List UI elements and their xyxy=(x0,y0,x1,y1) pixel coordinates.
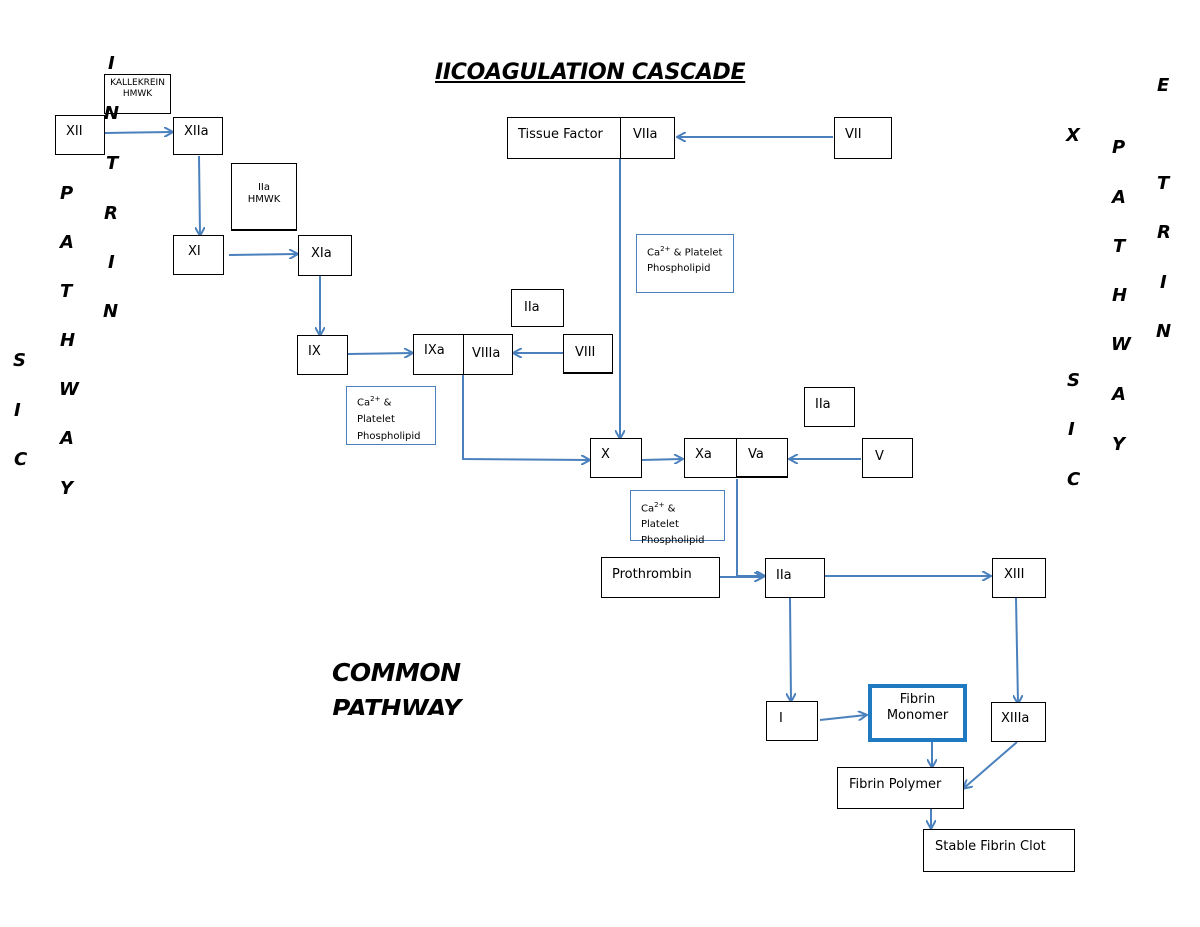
extrinsic-letter: E xyxy=(1157,75,1170,96)
iia-hmwk-bottom-label: HMWK xyxy=(247,194,281,205)
node-viiia: VIIIa xyxy=(463,334,513,375)
extrinsic-letter: R xyxy=(1157,222,1171,243)
note-ca-extrinsic: Ca2+ & Platelet Phospholipid xyxy=(636,234,734,293)
ca-label: Ca xyxy=(647,247,661,259)
node-fibrin-monomer: Fibrin Monomer xyxy=(868,684,967,742)
arrow-xii-xiia xyxy=(104,132,172,133)
node-i: I xyxy=(766,701,818,741)
intrinsic-letter: N xyxy=(103,301,119,322)
fibrin-monomer-label: Fibrin Monomer xyxy=(886,692,949,723)
note-common-line1: & Platelet xyxy=(641,503,679,531)
arrow-xi-xia xyxy=(228,254,297,255)
extrinsic-letter: N xyxy=(1156,321,1172,342)
node-ixa: IXa xyxy=(413,334,464,375)
note-ca-intrinsic: Ca2+ & Platelet Phospholipid xyxy=(346,386,436,445)
arrow-iia-i xyxy=(790,597,791,701)
ca-superscript: 2+ xyxy=(654,501,665,509)
extrinsic-letter: T xyxy=(1157,173,1170,194)
node-fibrin-polymer: Fibrin Polymer xyxy=(837,767,964,809)
extrinsic-letter: T xyxy=(1113,236,1126,257)
extrinsic-letter: A xyxy=(1112,384,1126,405)
node-xiii: XIII xyxy=(992,558,1046,598)
intrinsic-letter: S xyxy=(13,350,26,371)
intrinsic-letter: W xyxy=(59,379,79,400)
node-iia: IIa xyxy=(765,558,825,598)
node-tissue-factor: Tissue Factor xyxy=(507,117,621,159)
extrinsic-letter: I xyxy=(1160,272,1167,293)
node-xii: XII xyxy=(55,115,105,155)
arrow-xiiia-polymer xyxy=(964,741,1018,788)
diagram-title: IICOAGULATION CASCADE xyxy=(435,60,746,85)
intrinsic-letter: T xyxy=(106,153,119,174)
ca-label: Ca xyxy=(641,503,655,515)
note-intrinsic-line1: & xyxy=(380,397,392,409)
iia-hmwk-top-label: IIa xyxy=(257,182,271,193)
intrinsic-letter: P xyxy=(60,183,74,204)
intrinsic-letter: N xyxy=(104,103,120,124)
intrinsic-letter: T xyxy=(60,281,73,302)
extrinsic-letter: W xyxy=(1111,334,1131,355)
arrow-x-xa xyxy=(641,459,682,460)
arrow-va-iia xyxy=(736,479,764,576)
note-extrinsic-line2: Phospholipid xyxy=(647,263,711,275)
intrinsic-letter: A xyxy=(60,232,74,253)
arrow-i-monomer xyxy=(819,715,866,721)
node-iia-v: IIa xyxy=(804,387,855,427)
node-viia: VIIa xyxy=(620,117,675,159)
node-va: Va xyxy=(736,438,788,478)
intrinsic-letter: Y xyxy=(60,478,74,499)
ca-superscript: 2+ xyxy=(370,395,381,403)
node-iia-hmwk: IIa HMWK xyxy=(231,163,297,231)
ca-superscript: 2+ xyxy=(660,245,671,253)
arrow-xiii-xiiia xyxy=(1016,597,1018,703)
arrow-ix-ixa xyxy=(347,353,412,354)
extrinsic-letter: P xyxy=(1112,137,1126,158)
node-v: V xyxy=(862,438,913,478)
intrinsic-letter: H xyxy=(60,330,76,351)
intrinsic-letter: I xyxy=(14,400,21,421)
note-common-line2: Phospholipid xyxy=(641,535,705,547)
intrinsic-letter: I xyxy=(108,252,115,273)
ca-label: Ca xyxy=(357,397,371,409)
intrinsic-letter: R xyxy=(104,203,118,224)
intrinsic-letter: I xyxy=(108,53,115,74)
extrinsic-letter: Y xyxy=(1112,434,1126,455)
node-xiia: XIIa xyxy=(173,117,223,155)
node-prothrombin: Prothrombin xyxy=(601,557,720,598)
extrinsic-letter: X xyxy=(1066,125,1080,146)
node-xiiia: XIIIa xyxy=(991,702,1046,742)
arrow-xiia-xi xyxy=(199,155,200,235)
extrinsic-letter: C xyxy=(1067,469,1081,490)
intrinsic-letter: A xyxy=(60,428,74,449)
node-xi: XI xyxy=(173,235,224,275)
common-pathway-label: COMMON PATHWAY xyxy=(332,658,461,715)
note-ca-common: Ca2+ & Platelet Phospholipid xyxy=(630,490,725,546)
node-viii: VIII xyxy=(563,334,613,374)
node-x: X xyxy=(590,438,642,478)
intrinsic-letter: C xyxy=(14,449,28,470)
node-vii: VII xyxy=(834,117,892,159)
kallekrein-hmwk-label: HMWK xyxy=(122,88,153,99)
note-intrinsic-line3: Phospholipid xyxy=(357,431,421,443)
extrinsic-letter: S xyxy=(1067,370,1080,391)
kallekrein-label: KALLEKREIN xyxy=(110,78,165,88)
extrinsic-letter: I xyxy=(1068,419,1075,440)
extrinsic-letter: H xyxy=(1112,285,1128,306)
node-stable-clot: Stable Fibrin Clot xyxy=(923,829,1075,872)
node-iia-viii: IIa xyxy=(511,289,564,327)
node-xa: Xa xyxy=(684,438,737,478)
note-intrinsic-line2: Platelet xyxy=(357,414,395,426)
note-extrinsic-line1: & Platelet xyxy=(670,247,723,259)
extrinsic-letter: A xyxy=(1112,187,1126,208)
node-xia: XIa xyxy=(298,235,352,276)
node-kallekrein-hmwk: KALLEKREIN HMWK xyxy=(104,74,171,114)
arrow-ixa-x xyxy=(462,374,589,460)
node-ix: IX xyxy=(297,335,348,375)
